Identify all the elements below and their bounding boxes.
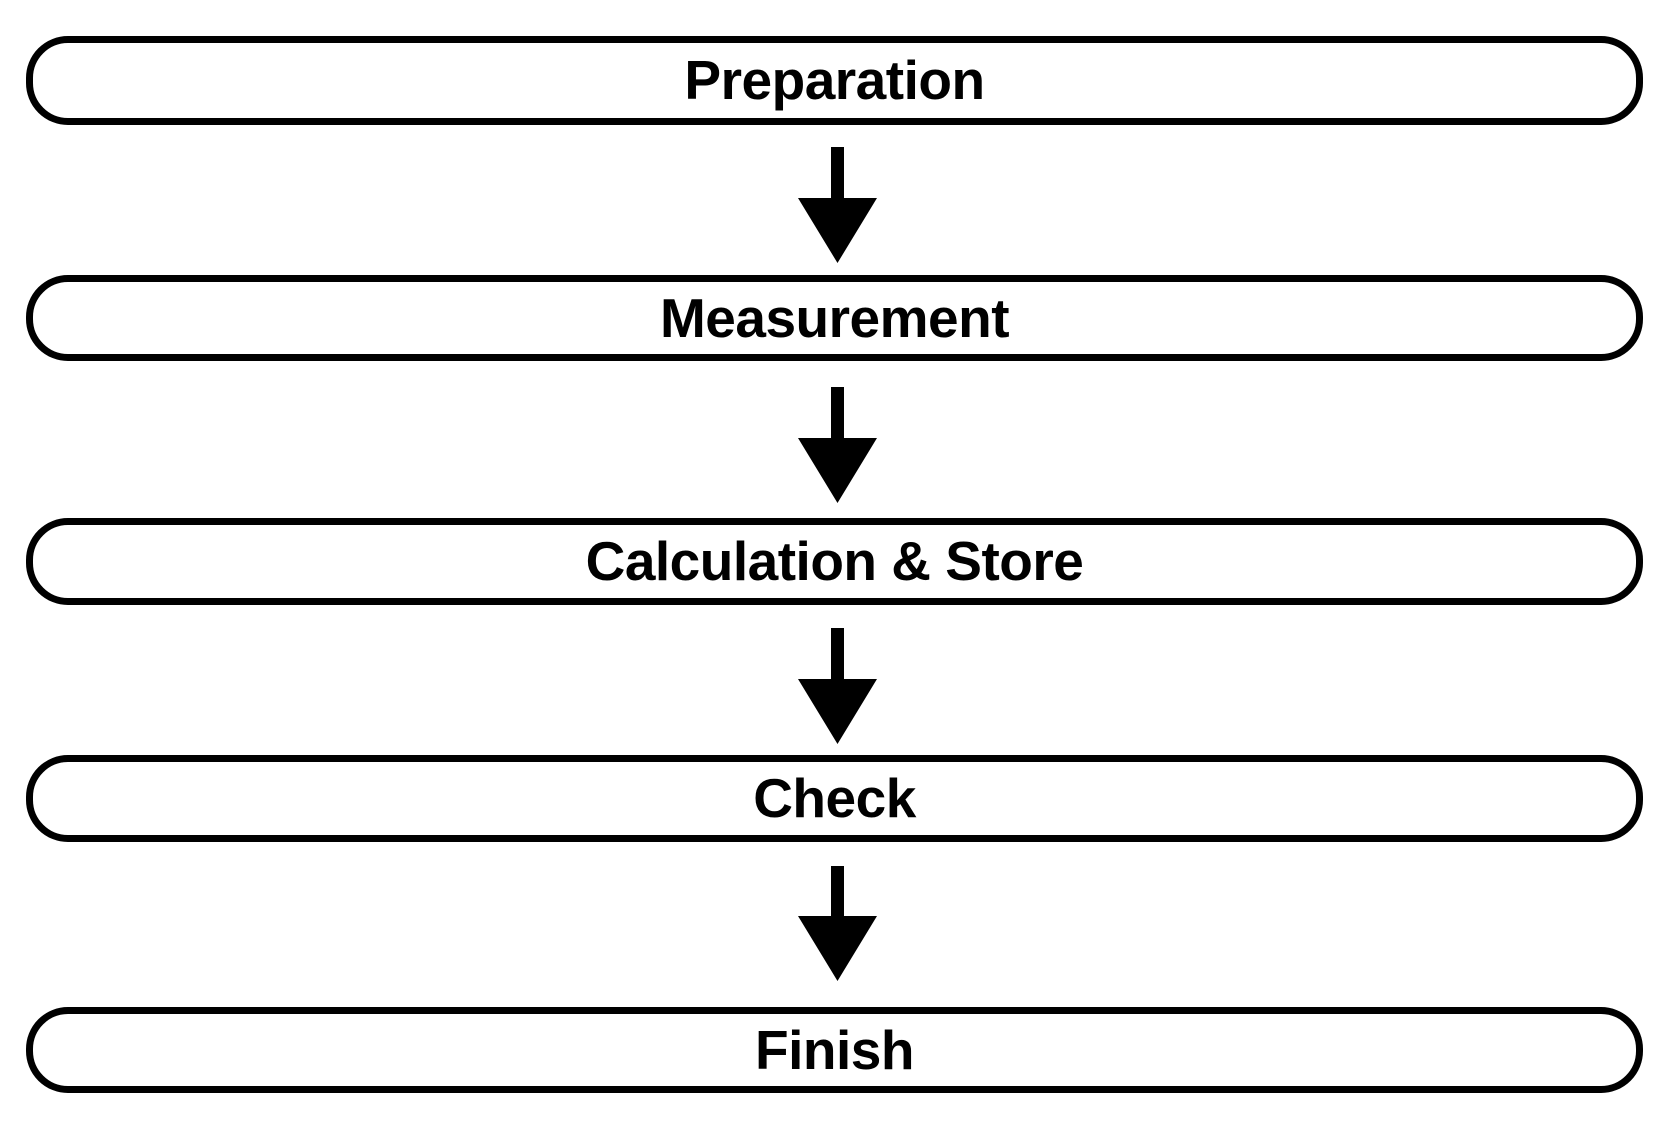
flow-node-calculation-store[interactable]: Calculation & Store — [26, 518, 1643, 605]
flow-node-label: Preparation — [684, 49, 985, 111]
flow-node-check[interactable]: Check — [26, 755, 1643, 842]
down-arrow-icon — [798, 866, 877, 981]
flow-node-label: Measurement — [659, 286, 1010, 349]
down-arrow-icon — [798, 628, 877, 744]
flow-node-measurement[interactable]: Measurement — [26, 275, 1643, 361]
flow-edge-preparation-to-measurement — [798, 147, 877, 263]
flow-edge-calculation-store-to-check — [798, 628, 877, 744]
down-arrow-icon — [798, 147, 877, 263]
flow-edge-check-to-finish — [798, 866, 877, 981]
flow-node-label: Check — [753, 767, 916, 829]
down-arrow-icon — [798, 387, 877, 503]
flow-node-preparation[interactable]: Preparation — [26, 36, 1643, 125]
flow-node-label: Calculation & Store — [585, 530, 1084, 592]
flow-node-label: Finish — [755, 1018, 914, 1081]
flow-node-finish[interactable]: Finish — [26, 1007, 1643, 1093]
flow-edge-measurement-to-calculation-store — [798, 387, 877, 503]
